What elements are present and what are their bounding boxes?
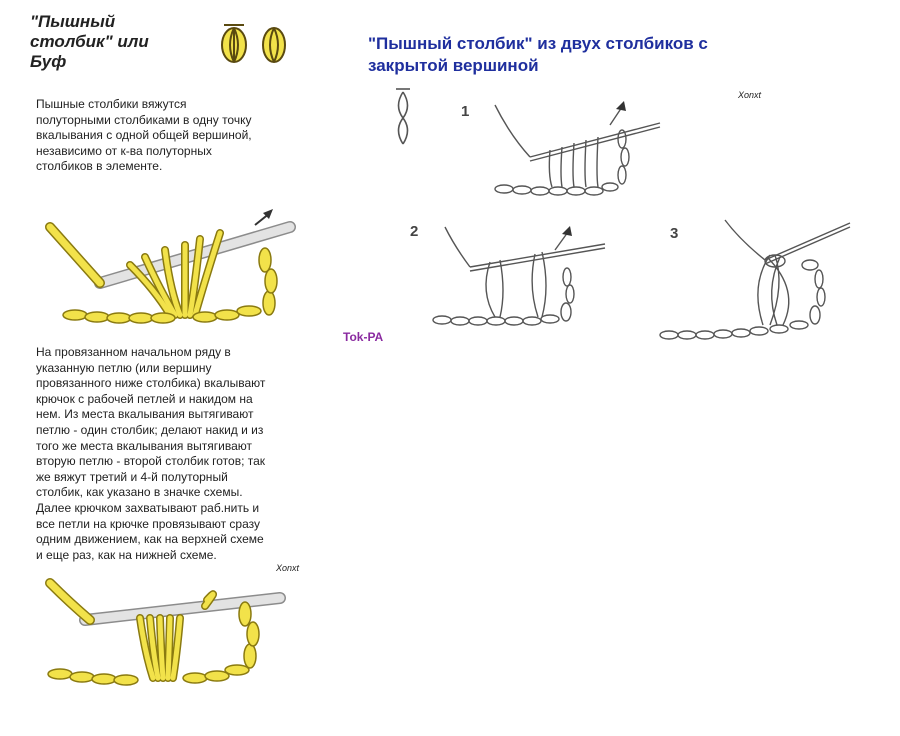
puff-symbol-closed-icon [221,24,247,63]
puff-symbol-small-icon [396,88,410,145]
instructions-line: и еще раз, как на нижней схеме. [36,547,217,562]
hook-illustration-bottom [45,578,286,686]
instructions-line: вторую петлю - второй столбик готов; так [36,454,266,469]
left-title: "Пышный столбик" или Буф [30,12,220,72]
hook-icon [79,592,286,626]
instructions-line: одним движением, как на верхней схеме [36,532,264,547]
instructions-line: Далее крючком захватывают раб.нить и [36,500,260,515]
intro-line: полуторными столбиками в одну точку [36,112,252,127]
instructions-paragraph: На провязанном начальном ряду в указанну… [36,345,311,563]
instructions-line: все петли на крючке провязывают сразу [36,516,261,531]
credit-right: Xonxt [738,90,762,100]
instructions-line: крючок с рабочей петлей и накидом на [36,391,253,406]
left-title-line: Буф [30,52,67,71]
instructions-line: провязанного ниже столбика) вкалывают [36,376,266,391]
intro-line: столбиков в элементе. [36,159,163,174]
right-title-line: "Пышный столбик" из двух столбиков с [368,34,708,53]
yarn-strands [45,578,217,682]
instructions-line: столбик, как указано в значке схемы. [36,485,243,500]
intro-paragraph: Пышные столбики вяжутся полуторными стол… [36,97,306,175]
credit-left: Xonxt [276,563,300,573]
step-1-illustration [494,101,661,196]
intro-line: вкалывания с одной общей вершиной, [36,128,252,143]
intro-line: независимо от к-ва полуторных [36,143,212,158]
instructions-line: того же места вкалывания вытягивают [36,438,252,453]
step-label-3: 3 [670,225,679,242]
instructions-line: петлю - один столбик; делают накид и из [36,422,264,437]
left-title-line: столбик" или [30,32,149,51]
left-title-line: "Пышный [30,12,116,31]
yarn-strands [45,222,224,319]
instructions-line: указанную петлю (или вершину [36,360,212,375]
step-label-1: 1 [461,103,470,120]
instructions-line: нем. Из места вкалывания вытягивают [36,407,254,422]
watermark: Tok-PA [343,330,384,344]
puff-symbol-open-icon [262,27,286,63]
yarn-chain-base [47,601,260,686]
right-title-line: закрытой вершиной [368,56,539,75]
hook-illustration-top [45,209,296,324]
step-2-illustration [432,226,606,326]
instructions-line: На провязанном начальном ряду в [36,345,231,359]
intro-line: Пышные столбики вяжутся [36,97,187,111]
puff-stitch-symbols [221,24,286,63]
step-label-2: 2 [410,223,419,240]
step-3-illustration [659,219,851,340]
yarn-chain-base [62,247,278,324]
instructions-line: же вяжут третий и 4-й полуторный [36,469,228,484]
right-title: "Пышный столбик" из двух столбиков с зак… [368,33,838,77]
